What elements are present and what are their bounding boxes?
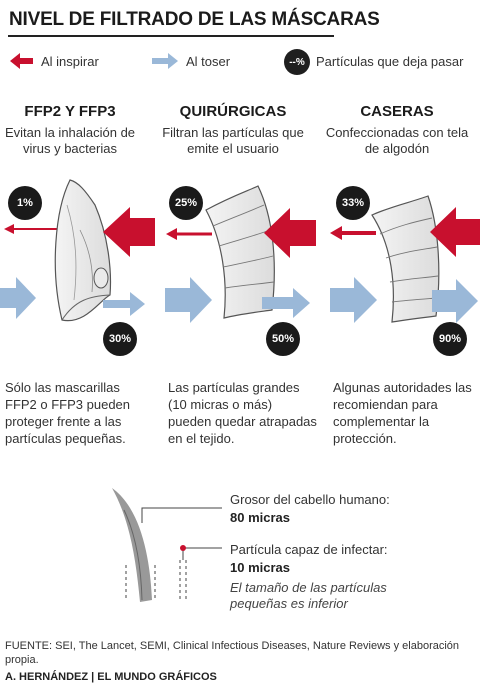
- surgical-description: Las partículas grandes (10 micras o más)…: [168, 380, 317, 446]
- surgical-inhale-percent-badge: 25%: [169, 186, 203, 220]
- legend-particles-label: Partículas que deja pasar: [316, 54, 464, 69]
- hair-particle-illustration: [112, 488, 222, 602]
- ffp-cough-entry-arrow-icon: [0, 277, 36, 319]
- ffp-inhale-big-arrow-icon: [103, 207, 155, 257]
- legend-inhale-label: Al inspirar: [41, 54, 99, 69]
- credit-line: A. HERNÁNDEZ | EL MUNDO GRÁFICOS: [5, 671, 217, 683]
- column-subtitle-ffp: Evitan la inhalación de virus y bacteria…: [4, 125, 136, 156]
- hair-leader-line: [141, 507, 222, 523]
- source-note: FUENTE: SEI, The Lancet, SEMI, Clinical …: [5, 640, 460, 666]
- homemade-cough-entry-arrow-icon: [330, 277, 377, 323]
- column-subtitle-surgical: Filtran las partículas que emite el usua…: [162, 125, 304, 156]
- homemade-cough-exit-arrow-icon: [432, 279, 478, 323]
- homemade-mask-icon: [371, 195, 440, 323]
- page-title: NIVEL DE FILTRADO DE LAS MÁSCARAS: [9, 9, 380, 30]
- homemade-description: Algunas autoridades las recomiendan para…: [333, 380, 472, 446]
- ffp-description: Sólo las mascarillas FFP2 o FFP3 pueden …: [5, 380, 131, 446]
- surgical-inhale-thin-arrow-icon: [166, 228, 212, 240]
- ffp-mask-icon: [54, 179, 112, 322]
- legend-graphics: [10, 53, 178, 69]
- homemade-inhale-big-arrow-icon: [430, 207, 480, 257]
- ffp-cough-percent-badge: 30%: [103, 322, 137, 356]
- hair-thickness-label: Grosor del cabello humano:: [230, 492, 390, 507]
- surgical-cough-exit-arrow-icon: [262, 288, 310, 318]
- scale-guides: [125, 560, 187, 600]
- column-title-ffp: FFP2 Y FFP3: [24, 103, 116, 120]
- ffp-inhale-thin-arrow-icon: [4, 224, 60, 234]
- particle-size-note: El tamaño de las partículas pequeñas es …: [230, 580, 387, 611]
- column-title-surgical: QUIRÚRGICAS: [179, 103, 287, 120]
- particle-size-label: Partícula capaz de infectar:: [230, 542, 388, 557]
- legend-percent-badge: --%: [284, 49, 310, 75]
- homemade-inhale-thin-arrow-icon: [330, 226, 376, 240]
- cough-legend-arrow-icon: [152, 53, 178, 69]
- column-title-homemade: CASERAS: [360, 103, 434, 120]
- column-subtitle-homemade: Confeccionadas con tela de algodón: [325, 125, 469, 156]
- ffp-inhale-percent-badge: 1%: [8, 186, 42, 220]
- hair-strand-icon: [112, 488, 152, 602]
- surgical-cough-entry-arrow-icon: [165, 277, 212, 323]
- inhale-legend-arrow-icon: [10, 53, 33, 69]
- homemade-cough-percent-badge: 90%: [433, 322, 467, 356]
- hair-thickness-value: 80 micras: [230, 510, 290, 525]
- title-underline: [8, 35, 334, 37]
- particle-size-value: 10 micras: [230, 560, 290, 575]
- particle-leader-line: [180, 545, 222, 560]
- masks-illustration: [0, 179, 480, 323]
- homemade-inhale-percent-badge: 33%: [336, 186, 370, 220]
- ffp-cough-exit-arrow-icon: [103, 292, 145, 316]
- legend-cough-label: Al toser: [186, 54, 231, 69]
- surgical-cough-percent-badge: 50%: [266, 322, 300, 356]
- surgical-inhale-big-arrow-icon: [264, 208, 316, 258]
- surgical-mask-icon: [205, 185, 275, 319]
